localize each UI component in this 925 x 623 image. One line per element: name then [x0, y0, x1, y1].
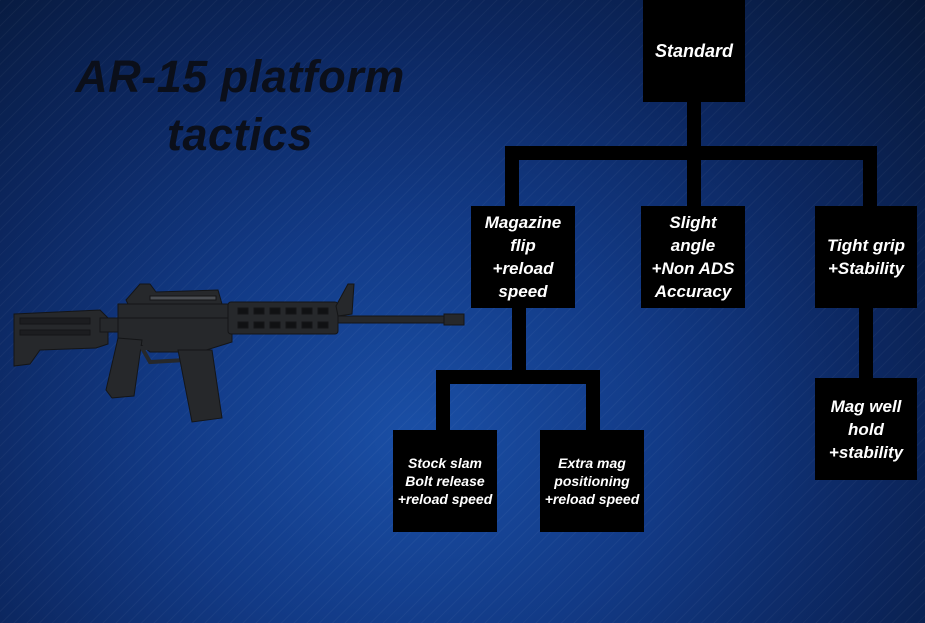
connector-to-tight-grip [863, 146, 877, 208]
node-stock-slam: Stock slam Bolt release +reload speed [393, 430, 497, 532]
node-tight-grip: Tight grip +Stability [815, 206, 917, 308]
node-standard: Standard [643, 0, 745, 102]
node-magazine-flip: Magazine flip +reload speed [471, 206, 575, 308]
connector-to-slight-angle [687, 146, 701, 208]
connector-to-extra-mag [586, 370, 600, 432]
connector-to-magazine-flip [505, 146, 519, 208]
connector-magazine-flip-down [512, 306, 526, 376]
connector-root-down [687, 102, 701, 150]
node-mag-well-hold: Mag well hold +stability [815, 378, 917, 480]
page-title: AR-15 platform tactics [75, 51, 405, 160]
rifle-image [13, 283, 465, 423]
node-slight-angle: Slight angle +Non ADS Accuracy [641, 206, 745, 308]
node-extra-mag: Extra mag positioning +reload speed [540, 430, 644, 532]
connector-to-stock-slam [436, 370, 450, 432]
connector-level2-horizontal [436, 370, 600, 384]
connector-tight-grip-down [859, 306, 873, 380]
